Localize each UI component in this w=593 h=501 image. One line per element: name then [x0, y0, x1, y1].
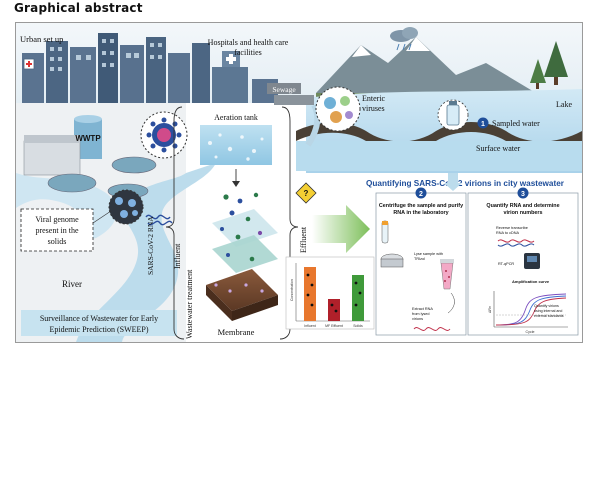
amplification-label: Amplification curve — [512, 279, 550, 284]
treatment-brace-left — [165, 106, 185, 340]
quantify-virions-line3: external standards — [534, 314, 564, 318]
reagent-tube-icon — [440, 259, 454, 290]
rna-strand-icon — [145, 214, 173, 226]
aeration-bubbles — [208, 133, 264, 161]
step-2-badge — [415, 187, 427, 199]
treatment-brace-right — [279, 106, 299, 340]
influent-label: Influent — [173, 243, 182, 269]
abstract-diagram: Urban set up Hospitals and health care f… — [16, 23, 582, 342]
step-1-number: 1 — [481, 121, 485, 128]
step-3-label-line1: Quantify RNA and determine — [486, 203, 559, 209]
centrifuge-icon — [380, 253, 404, 268]
viral-genome-box — [20, 208, 94, 252]
effluent-label: Effluent — [299, 226, 308, 253]
graphical-abstract-heading: Graphical abstract — [14, 1, 143, 15]
step-2-arrow — [447, 292, 455, 314]
sampled-water-label: Sampled water — [492, 119, 540, 128]
extracted-rna-icon — [413, 327, 451, 331]
qpcr-machine-icon — [524, 253, 540, 269]
surface-water-band — [296, 141, 582, 171]
wastewater-treatment-label: Wastewater treatment — [185, 269, 194, 339]
aeration-tank — [200, 125, 272, 165]
extract-line3: virions — [412, 317, 423, 321]
mini-bar-mf-effluent — [328, 299, 340, 321]
rt-line1: Reverse transcribe — [496, 226, 528, 230]
amplification-plot — [493, 291, 568, 328]
quantify-virions-line2: using internal and — [534, 309, 562, 313]
cdna-strand-icon-2 — [497, 243, 535, 247]
extract-line2: from lysed — [412, 312, 430, 316]
hospitals-label-line2: facilities — [234, 48, 262, 57]
aeration-tank-label: Aeration tank — [214, 113, 258, 122]
mini-bar-solids — [352, 275, 364, 321]
medical-cross-icon — [23, 58, 35, 70]
membrane-label: Membrane — [218, 327, 255, 337]
membrane-layers — [206, 209, 278, 321]
sweep-line2: Epidemic Prediction (SWEEP) — [49, 325, 148, 334]
step-3-label-line2: virion numbers — [504, 210, 543, 216]
step-3-badge — [517, 187, 529, 199]
enteric-label-line1: Enteric — [362, 94, 386, 103]
hospital-building — [212, 51, 278, 103]
mini-bar-influent — [304, 267, 316, 321]
enteric-label-line2: viruses — [362, 104, 385, 113]
membrane-particles — [214, 192, 264, 293]
step-3-number: 3 — [521, 191, 525, 198]
mini-chart-tick-influent: Influent — [304, 324, 316, 328]
step-2-label-line1: Centrifuge the sample and purify — [379, 203, 463, 209]
mini-chart — [285, 256, 375, 330]
sewage-pipe — [274, 95, 321, 147]
sweep-box — [21, 310, 177, 336]
extract-line1: Extract RNA — [412, 307, 433, 311]
sample-tube-icon — [381, 220, 389, 244]
mini-chart-ylabel: Concentration — [290, 279, 294, 301]
viral-genome-line1: Viral genome — [35, 215, 79, 224]
effluent-arrow — [312, 205, 370, 253]
sweep-line1: Surveillance of Wastewater for Early — [40, 314, 158, 323]
building-windows — [50, 39, 162, 71]
quantify-title: Quantifying SARS-CoV-2 virions in city w… — [366, 179, 565, 188]
step-3-panel — [467, 192, 579, 336]
warning-symbol: ? — [304, 189, 309, 198]
amplification-y-axis: ΔRn — [488, 306, 492, 313]
amplification-x-axis: Cycle — [526, 330, 535, 334]
quantify-virions-line1: Quantify virions — [534, 304, 559, 308]
sewage-label: Sewage — [272, 85, 296, 94]
step-2-number: 2 — [419, 191, 423, 198]
sample-bottle-icon — [437, 99, 469, 131]
hospitals-label-line1: Hospitals and health care — [208, 38, 289, 47]
graphical-abstract-panel: Urban set up Hospitals and health care f… — [15, 22, 583, 343]
step-2-label-line2: RNA in the laboratory — [393, 210, 448, 216]
surface-to-lab-arrow — [444, 173, 462, 191]
solids-virus-icon — [108, 189, 144, 225]
city-buildings — [22, 33, 210, 103]
river — [76, 163, 216, 342]
mini-chart-tick-mf-effluent: MF Effluent — [325, 324, 343, 328]
rtqpcr-label: RT-qPCR — [498, 262, 514, 266]
lyse-line1: Lyse sample with — [414, 252, 443, 256]
lake-label: Lake — [556, 100, 572, 109]
mini-chart-tick-solids: Solids — [353, 324, 363, 328]
river-label: River — [62, 279, 82, 289]
viral-genome-line2: present in the — [35, 226, 79, 235]
rain-cloud-icon — [390, 27, 418, 51]
viral-genome-line3: solids — [48, 237, 67, 246]
pine-trees — [530, 41, 568, 89]
sewage-tag — [267, 83, 301, 94]
sars-rna-label: SARS-CoV-2 RNA — [146, 216, 155, 275]
lyse-line2: TRIzol — [414, 257, 425, 261]
enteric-virus-icon — [315, 86, 361, 132]
coronavirus-icon — [140, 111, 188, 159]
cdna-strand-icon — [497, 239, 535, 243]
wwtp-label: WWTP — [75, 134, 101, 143]
step-1-badge — [477, 117, 489, 129]
urban-setup-label: Urban set up — [20, 34, 63, 44]
surface-water-label: Surface water — [476, 144, 521, 153]
riverbed — [296, 122, 582, 152]
viral-genome-pointer — [92, 210, 112, 224]
warning-icon — [295, 182, 317, 204]
rt-line2: RNA to cDNA — [496, 231, 519, 235]
